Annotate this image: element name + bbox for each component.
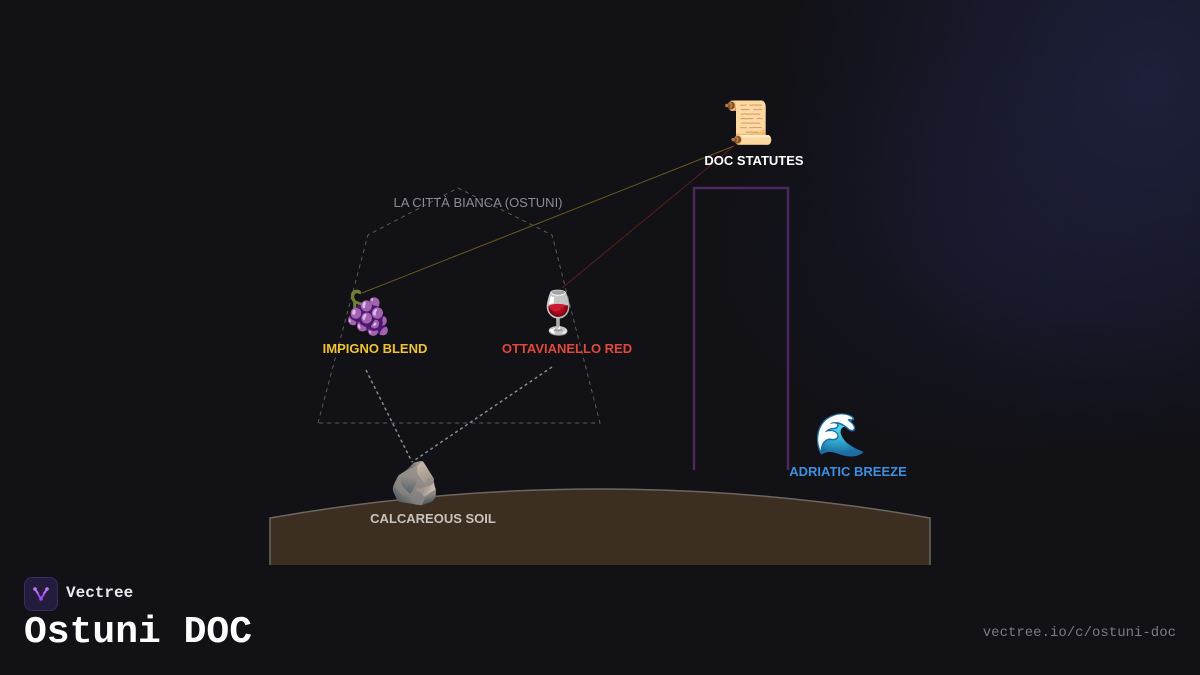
- ground-hill-outline: [269, 488, 931, 565]
- node-label-ottavianello-red: OTTAVIANELLO RED: [501, 341, 633, 356]
- link-ottavianello-to-doc: [561, 145, 735, 289]
- vectree-logo-icon: [24, 577, 58, 611]
- link-ottavianello-to-soil: [411, 366, 553, 463]
- tower-outline: [692, 186, 790, 470]
- node-label-calcareous-soil: CALCAREOUS SOIL: [370, 511, 496, 526]
- page-url[interactable]: vectree.io/c/ostuni-doc: [982, 625, 1176, 641]
- wine-glass-icon: 🍷: [532, 288, 585, 337]
- grapes-icon: 🍇: [342, 288, 395, 337]
- brand-name: Vectree: [66, 584, 134, 602]
- page-title: Ostuni DOC: [24, 611, 253, 654]
- link-impigno-to-doc: [361, 145, 735, 294]
- wave-icon: 🌊: [814, 410, 867, 459]
- scroll-icon: 📜: [722, 98, 775, 147]
- node-label-impigno-blend: IMPIGNO BLEND: [322, 341, 428, 356]
- rock-icon: 🪨: [389, 458, 442, 507]
- region-label-ostuni: LA CITTÀ BIANCA (OSTUNI): [393, 195, 563, 210]
- city-region-outline: [317, 187, 601, 424]
- ground-hill: [270, 489, 930, 565]
- node-label-adriatic-breeze: ADRIATIC BREEZE: [789, 464, 907, 479]
- node-label-doc-statutes: DOC STATUTES: [704, 153, 804, 168]
- link-impigno-to-soil: [365, 369, 413, 463]
